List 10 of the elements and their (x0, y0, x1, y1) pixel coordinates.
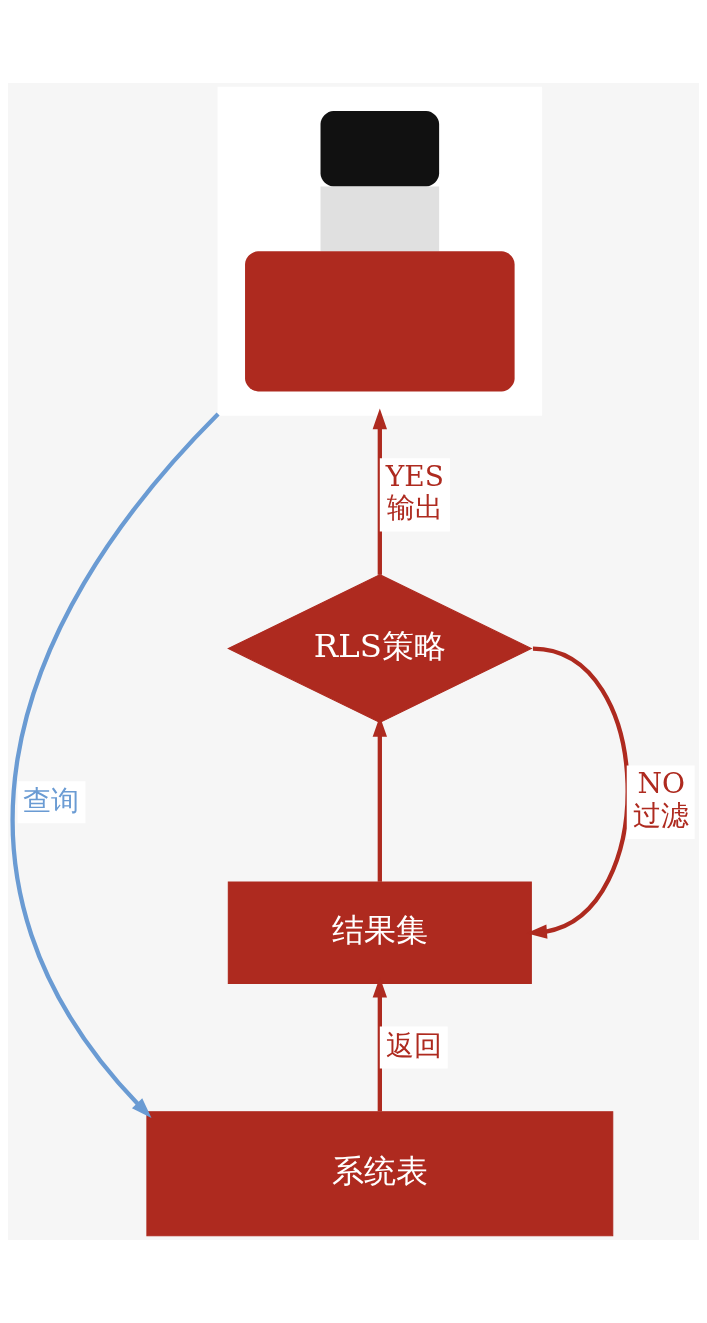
node-person (217, 86, 543, 416)
edge-label: 返回 (385, 1028, 442, 1062)
arrow (372, 408, 387, 575)
arrow (10, 412, 220, 1118)
edge-label: NO 过滤 (632, 767, 689, 832)
edge-label: YES 输出 (385, 460, 444, 525)
node-diamond: RLS策略 (227, 574, 533, 724)
node-box: 结果集 (227, 881, 532, 984)
node-box: 系统表 (146, 1111, 614, 1237)
edge-label: 查询 (23, 783, 80, 817)
